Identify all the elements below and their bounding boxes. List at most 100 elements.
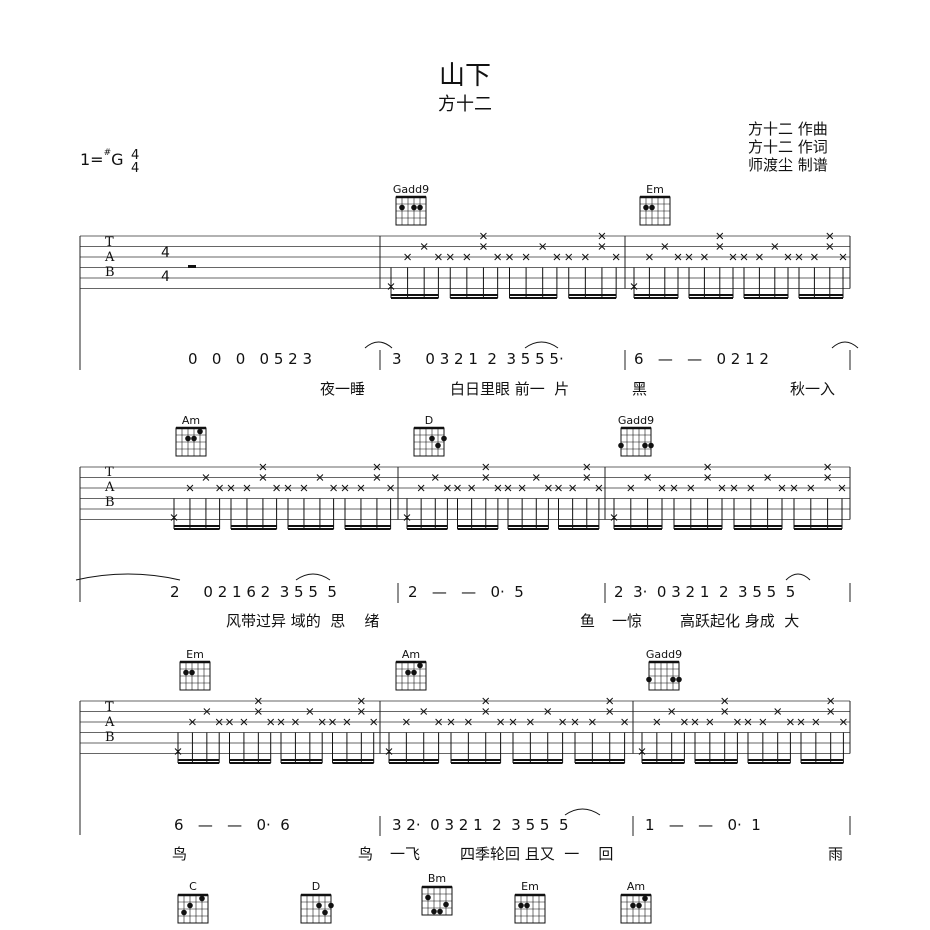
strum-mark <box>387 283 395 290</box>
strum-mark <box>420 243 428 250</box>
chord-finger-dot <box>518 902 524 909</box>
strum-mark <box>447 718 455 726</box>
strum-mark <box>589 718 596 726</box>
strum-mark <box>243 484 251 492</box>
chord-finger-dot <box>425 894 431 901</box>
chord-finger-dot <box>185 435 191 442</box>
chord-finger-dot <box>643 204 649 211</box>
strum-mark <box>595 484 603 492</box>
strum-mark <box>661 243 669 250</box>
chord-finger-dot <box>191 435 197 442</box>
chord-finger-dot <box>649 204 655 211</box>
strum-mark <box>215 718 223 726</box>
strum-mark <box>387 484 394 492</box>
strum-mark <box>638 748 646 755</box>
chord-finger-dot <box>646 676 652 683</box>
strum-mark <box>385 748 393 755</box>
strum-mark <box>454 484 461 492</box>
lyric-phrase: 鸟 <box>172 845 188 863</box>
strum-mark <box>706 718 714 726</box>
strum-mark <box>565 253 573 261</box>
strum-mark <box>598 232 606 240</box>
strum-mark <box>522 253 530 261</box>
chord-name-c: C <box>189 880 197 893</box>
chord-finger-dot <box>435 442 441 449</box>
strum-mark <box>482 697 490 705</box>
strum-mark <box>174 748 182 755</box>
strum-mark <box>480 232 487 240</box>
strum-mark <box>343 718 351 726</box>
lyric-phrase: 鱼 <box>580 612 596 630</box>
notation-measure: 6 — — 0 2 1 2 <box>634 350 769 368</box>
strum-mark <box>527 718 534 726</box>
strum-mark <box>480 243 487 250</box>
chord-name-em: Em <box>521 880 539 893</box>
strum-mark <box>756 253 763 261</box>
chord-finger-dot <box>187 902 193 909</box>
chord-finger-dot <box>399 204 405 211</box>
strum-mark <box>797 718 805 726</box>
strum-mark <box>259 474 267 481</box>
chord-finger-dot <box>670 676 676 683</box>
strum-mark <box>482 474 490 481</box>
chord-name-em: Em <box>186 648 204 661</box>
strum-mark <box>357 484 365 492</box>
strum-mark <box>341 484 349 492</box>
chord-finger-dot <box>431 908 437 915</box>
strum-mark <box>704 463 711 471</box>
credit-transcriber: 师渡尘 制谱 <box>748 156 828 174</box>
chord-finger-dot <box>437 908 443 915</box>
strum-mark <box>685 253 693 261</box>
strum-mark <box>227 484 235 492</box>
strum-mark <box>716 232 724 240</box>
slur <box>295 573 331 581</box>
strum-mark <box>646 253 653 261</box>
chord-name-gadd9: Gadd9 <box>617 414 655 427</box>
strum-mark <box>701 253 708 261</box>
strum-mark <box>744 718 752 726</box>
strum-mark <box>729 253 737 261</box>
chord-name-em: Em <box>646 183 664 196</box>
strum-mark <box>506 253 513 261</box>
strum-mark <box>202 474 210 481</box>
lyric-phrase: 白日里眼 前一 片 <box>450 380 570 398</box>
strum-mark <box>839 253 847 261</box>
strum-mark <box>606 708 614 715</box>
strum-mark <box>545 484 552 492</box>
strum-mark <box>630 283 638 290</box>
notation-measure: 0 0 0 0 5 2 3 <box>188 350 313 368</box>
strum-mark <box>759 718 767 726</box>
strum-mark <box>435 718 442 726</box>
strum-mark <box>544 708 552 715</box>
chord-finger-dot <box>524 902 530 909</box>
lyric-phrase: 鸟 <box>358 845 374 863</box>
strum-mark <box>482 463 490 471</box>
strum-mark <box>721 697 729 705</box>
strum-mark <box>610 514 618 521</box>
strum-mark <box>189 718 196 726</box>
chord-finger-dot <box>441 435 447 442</box>
strum-mark <box>357 697 365 705</box>
lyric-phrase: 风带过异 域的 思 绪 <box>226 612 380 630</box>
lyric-phrase: 四季轮回 且又 一 回 <box>460 845 614 863</box>
strum-mark <box>306 708 314 715</box>
strum-mark <box>444 484 451 492</box>
strum-mark <box>771 243 779 250</box>
strum-mark <box>330 484 337 492</box>
chord-finger-dot <box>417 662 423 669</box>
strum-mark <box>404 253 411 261</box>
strum-mark <box>254 708 262 715</box>
notation-measure: 3 2· 0 3 2 1 2 3 5 5 5 <box>392 816 569 834</box>
strum-mark <box>606 697 614 705</box>
strum-mark <box>446 253 454 261</box>
chord-finger-dot <box>642 895 648 902</box>
strum-mark <box>420 708 428 715</box>
strum-mark <box>186 484 194 492</box>
chord-name-bm: Bm <box>427 872 447 885</box>
chord-finger-dot <box>181 909 187 916</box>
chord-finger-dot <box>642 442 648 449</box>
chord-finger-dot <box>411 669 417 676</box>
